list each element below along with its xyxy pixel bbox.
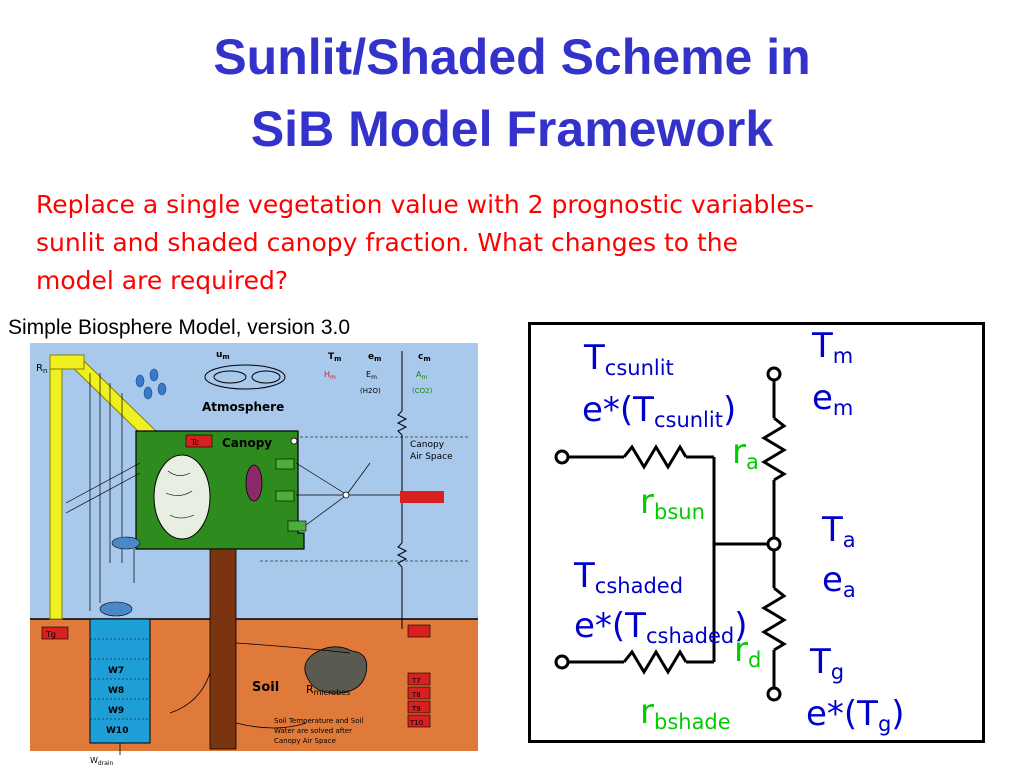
rn-label: Rn xyxy=(36,363,47,375)
t-csunlit-label: Tcsunlit xyxy=(584,338,674,380)
rain-drops xyxy=(135,368,167,400)
canopy-air-space-label-2: Air Space xyxy=(410,452,453,462)
t-a-label: Ta xyxy=(822,510,856,552)
e-a-label: ea xyxy=(822,560,856,602)
drain-label: Wdrain xyxy=(90,756,114,767)
r-a-label: ra xyxy=(732,432,759,474)
canopy-air-space-label-1: Canopy xyxy=(410,440,445,450)
rd-resistor xyxy=(396,542,408,568)
microbes-blob xyxy=(304,646,368,694)
slide-title-line1: Sunlit/Shaded Scheme in xyxy=(213,29,811,85)
soil-temp-box-t8 xyxy=(407,686,431,700)
ground-tg-label: Tg xyxy=(45,630,56,639)
intro-text: Replace a single vegetation value with 2… xyxy=(36,186,1016,300)
circuit-frame xyxy=(528,322,985,743)
e-csunlit-label: e*(Tcsunlit) xyxy=(582,390,737,432)
intro-line-2: sunlit and shaded canopy fraction. What … xyxy=(36,228,739,257)
rbsun-resistor xyxy=(622,444,688,470)
intro-line-3: model are required? xyxy=(36,266,289,295)
soil-layer-w7: W7 xyxy=(108,666,124,676)
slide-title-line2: SiB Model Framework xyxy=(250,101,774,157)
atm-em-label: Em xyxy=(366,370,377,381)
t-m-label: Tm xyxy=(812,326,854,368)
canopy-node xyxy=(290,437,298,445)
soil-column-layers xyxy=(90,638,150,720)
leaf-cell xyxy=(153,454,211,540)
atm-co2-label: (CO2) xyxy=(412,387,433,395)
ta-node xyxy=(766,536,782,552)
atm-e-label: em xyxy=(368,352,381,363)
canopy-flux-box-3 xyxy=(287,520,307,532)
sunbeam-vertical xyxy=(49,362,63,620)
atmosphere-label: Atmosphere xyxy=(202,400,284,414)
tm-node xyxy=(766,366,782,382)
atm-t-label: Tm xyxy=(328,352,341,363)
sunlit-terminal xyxy=(554,449,570,465)
t-g-label: Tg xyxy=(810,642,845,684)
e-cshaded-label: e*(Tcshaded) xyxy=(574,606,748,648)
soil-temp-t7: T7 xyxy=(411,677,421,685)
tree-roots xyxy=(169,642,351,729)
atm-u-label: um xyxy=(216,350,230,361)
soil-note-line2: Water are solved after xyxy=(274,727,352,735)
ground-tg-box xyxy=(41,626,69,640)
soil-column xyxy=(89,618,151,744)
canopy-flux-box-1 xyxy=(275,458,295,470)
r-bsun-label: rbsun xyxy=(640,482,705,524)
canopy-tc-box xyxy=(185,434,213,448)
soil-layer-w10: W10 xyxy=(106,726,128,736)
rbshade-resistor xyxy=(622,649,688,675)
canopy-water-store xyxy=(111,536,141,550)
soil-temp-box-top xyxy=(407,624,431,638)
canopy-flux-lines xyxy=(295,462,400,526)
soil-note-line1: Soil Temperature and Soil xyxy=(274,717,363,725)
atm-hm-label: Hm xyxy=(324,370,336,381)
soil-temp-box-t9 xyxy=(407,700,431,714)
atm-c-label: cm xyxy=(418,352,431,363)
soil-label: Soil xyxy=(252,680,279,695)
atm-h2o-label: (H2O) xyxy=(360,387,381,395)
soil-layer-w9: W9 xyxy=(108,706,124,716)
tg-node xyxy=(766,686,782,702)
soil-temp-t10: T10 xyxy=(409,719,423,727)
canopy-flux-box-2 xyxy=(275,490,295,502)
sib-model-diagram: Rn um Tm em cm Hm Em Am (H2O) (CO2) Atmo… xyxy=(30,343,478,767)
soil-note-line3: Canopy Air Space xyxy=(274,737,336,745)
sunbeam-top xyxy=(49,354,85,370)
soil-temp-box-t7 xyxy=(407,672,431,686)
soil-layer-w8: W8 xyxy=(108,686,124,696)
tree-trunk xyxy=(209,548,237,750)
canopy-label: Canopy xyxy=(222,436,272,450)
wind-swirl xyxy=(204,364,286,390)
t-cshaded-label: Tcshaded xyxy=(574,556,684,598)
soil-temp-box-t10 xyxy=(407,714,431,728)
sib-figure-title: Simple Biosphere Model, version 3.0 xyxy=(8,316,351,339)
atm-am-label: Am xyxy=(416,370,427,381)
e-g-label: e*(Tg) xyxy=(806,694,905,736)
r-d-label: rd xyxy=(734,630,762,672)
leaf-cell-arrows xyxy=(165,470,195,519)
canopy-air-space-state-box xyxy=(400,491,444,503)
ra-resistor xyxy=(396,410,408,436)
e-m-label: em xyxy=(812,378,854,420)
resistance-circuit-diagram xyxy=(528,322,985,743)
soil-temp-t9: T9 xyxy=(411,705,421,713)
microbes-label: Rmicrobes xyxy=(306,683,350,697)
intro-line-1: Replace a single vegetation value with 2… xyxy=(36,190,814,219)
canopy-air-node xyxy=(342,491,350,499)
ra-resistor xyxy=(761,416,787,482)
ground-water-store xyxy=(99,601,133,617)
stomata xyxy=(245,464,263,502)
sky-arrows xyxy=(65,373,141,611)
r-bshade-label: rbshade xyxy=(640,692,731,734)
soil-temp-t8: T8 xyxy=(411,691,421,699)
shaded-terminal xyxy=(554,654,570,670)
canopy-tc-label: Tc xyxy=(190,438,199,447)
rd-resistor xyxy=(761,586,787,652)
